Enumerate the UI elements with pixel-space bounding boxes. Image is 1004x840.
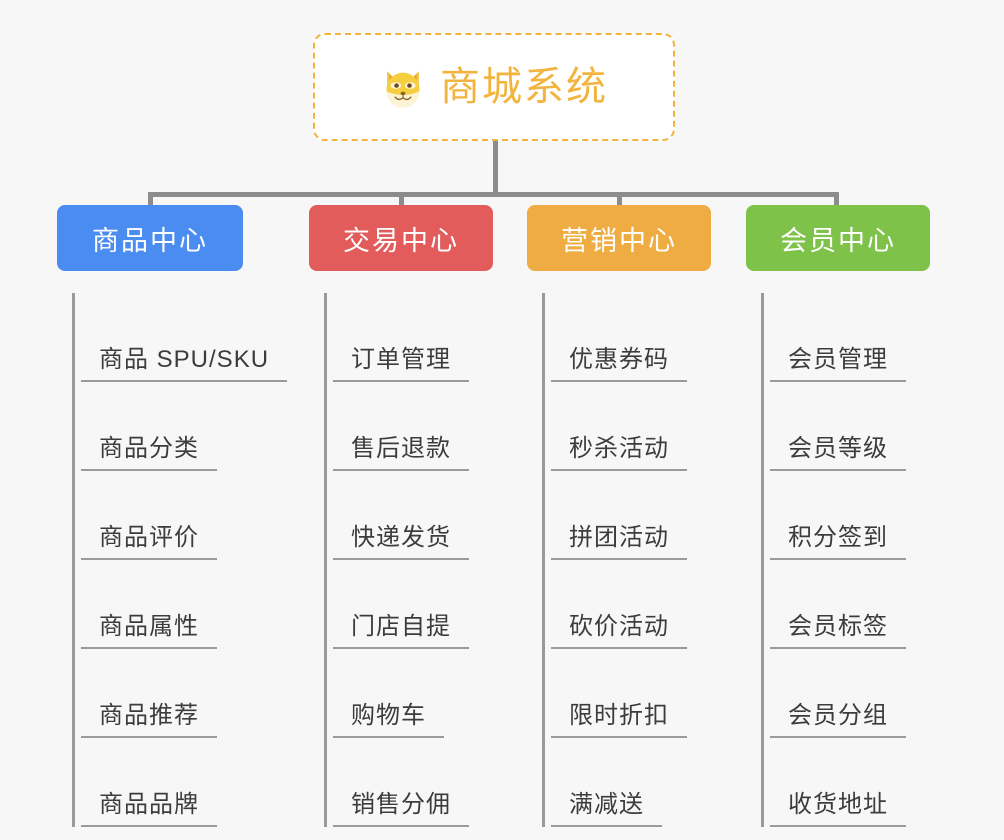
leaf-label: 商品属性 [81,606,217,649]
category-header-3[interactable]: 营销中心 [527,205,711,271]
leaf-item[interactable]: 收货地址 [761,738,930,827]
leaf-item[interactable]: 会员管理 [761,293,930,382]
leaf-item[interactable]: 积分签到 [761,471,930,560]
category-label-2: 交易中心 [343,225,459,256]
leaf-label: 收货地址 [770,784,906,827]
leaf-item[interactable]: 会员标签 [761,560,930,649]
leaf-label: 优惠券码 [551,339,687,382]
leaf-label: 商品 SPU/SKU [81,339,288,382]
category-header-1[interactable]: 商品中心 [57,205,243,271]
leaf-label: 会员分组 [770,695,906,738]
leaf-label: 拼团活动 [551,517,687,560]
leaf-label: 积分签到 [770,517,906,560]
leaf-label: 限时折扣 [551,695,687,738]
leaf-item[interactable]: 商品分类 [72,382,243,471]
leaf-item[interactable]: 商品 SPU/SKU [72,293,288,382]
leaf-item[interactable]: 快递发货 [324,471,493,560]
leaf-item[interactable]: 商品评价 [72,471,243,560]
leaf-item[interactable]: 订单管理 [324,293,493,382]
branch-交易中心: 交易中心 订单管理 售后退款 快递发货 门店自提 购物车 销售分佣 [309,205,493,827]
connector-drop-1 [148,192,153,210]
leaf-item[interactable]: 会员等级 [761,382,930,471]
leaf-item[interactable]: 秒杀活动 [542,382,711,471]
branch-会员中心: 会员中心 会员管理 会员等级 积分签到 会员标签 会员分组 收货地址 [746,205,930,827]
leaf-item[interactable]: 商品属性 [72,560,243,649]
leaf-list-2: 订单管理 售后退款 快递发货 门店自提 购物车 销售分佣 [309,293,493,827]
category-label-4: 会员中心 [780,225,896,256]
leaf-label: 会员管理 [770,339,906,382]
root-title: 商城系统 [440,65,608,109]
connector-drop-4 [834,192,839,210]
leaf-label: 商品推荐 [81,695,217,738]
leaf-item[interactable]: 优惠券码 [542,293,711,382]
category-label-3: 营销中心 [561,225,677,256]
leaf-item[interactable]: 会员分组 [761,649,930,738]
leaf-label: 满减送 [551,784,662,827]
root-node[interactable]: 商城系统 [313,33,675,141]
leaf-label: 秒杀活动 [551,428,687,471]
leaf-item[interactable]: 门店自提 [324,560,493,649]
connector-root-stem [493,141,498,196]
leaf-label: 购物车 [333,695,444,738]
connector-drop-3 [617,192,622,210]
leaf-trunk-2 [324,293,327,827]
leaf-list-1: 商品 SPU/SKU 商品分类 商品评价 商品属性 商品推荐 商品品牌 [57,293,288,827]
leaf-label: 快递发货 [333,517,469,560]
connector-drop-2 [399,192,404,210]
leaf-label: 砍价活动 [551,606,687,649]
category-label-1: 商品中心 [92,225,208,256]
leaf-label: 会员等级 [770,428,906,471]
leaf-label: 会员标签 [770,606,906,649]
leaf-item[interactable]: 限时折扣 [542,649,711,738]
category-header-4[interactable]: 会员中心 [746,205,930,271]
leaf-label: 销售分佣 [333,784,469,827]
branch-商品中心: 商品中心 商品 SPU/SKU 商品分类 商品评价 商品属性 商品推荐 商品品牌 [57,205,288,827]
leaf-item[interactable]: 拼团活动 [542,471,711,560]
leaf-item[interactable]: 销售分佣 [324,738,493,827]
leaf-trunk-4 [761,293,764,827]
connector-horizontal-bus [149,192,839,197]
leaf-label: 商品评价 [81,517,217,560]
leaf-list-3: 优惠券码 秒杀活动 拼团活动 砍价活动 限时折扣 满减送 [527,293,711,827]
leaf-item[interactable]: 购物车 [324,649,493,738]
leaf-item[interactable]: 商品品牌 [72,738,243,827]
leaf-item[interactable]: 售后退款 [324,382,493,471]
branch-营销中心: 营销中心 优惠券码 秒杀活动 拼团活动 砍价活动 限时折扣 满减送 [527,205,711,827]
shiba-dog-icon [380,64,426,110]
leaf-label: 售后退款 [333,428,469,471]
leaf-trunk-3 [542,293,545,827]
leaf-label: 订单管理 [333,339,469,382]
leaf-item[interactable]: 商品推荐 [72,649,243,738]
category-header-2[interactable]: 交易中心 [309,205,493,271]
leaf-item[interactable]: 砍价活动 [542,560,711,649]
leaf-label: 商品品牌 [81,784,217,827]
leaf-label: 门店自提 [333,606,469,649]
leaf-trunk-1 [72,293,75,827]
leaf-item[interactable]: 满减送 [542,738,711,827]
leaf-label: 商品分类 [81,428,217,471]
leaf-list-4: 会员管理 会员等级 积分签到 会员标签 会员分组 收货地址 [746,293,930,827]
